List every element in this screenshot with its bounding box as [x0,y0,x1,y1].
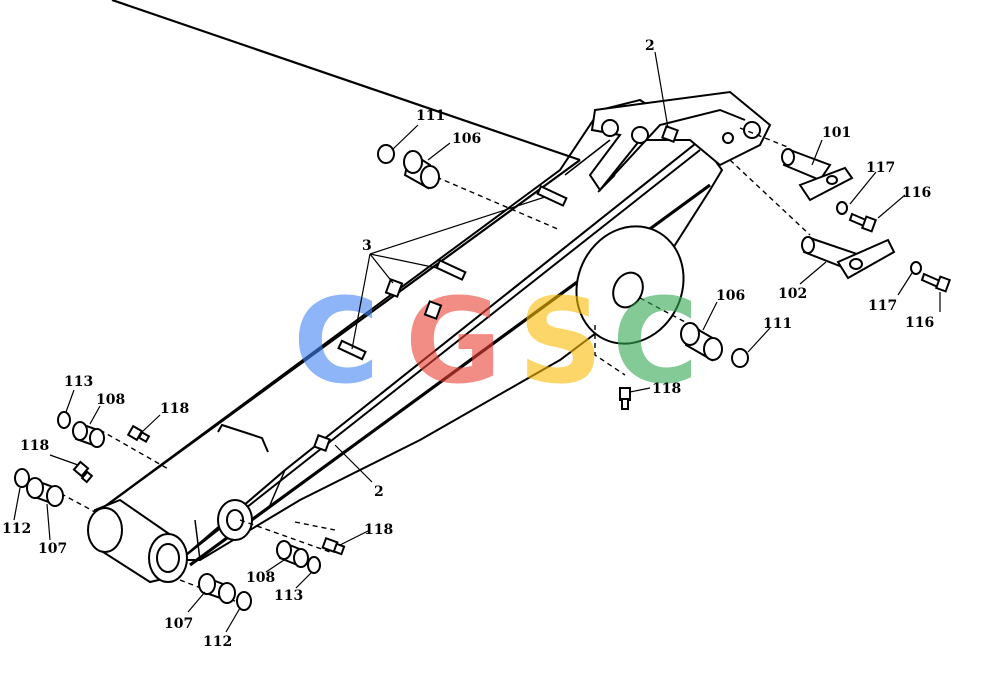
boom-arm [87,0,772,584]
label-108-left: 108 [96,392,125,408]
label-116-lower: 116 [905,315,934,331]
part-112-ring-left [14,468,30,488]
watermark-letter-3: S [518,272,603,410]
part-111-ring-top [377,144,395,164]
assembly-axis-lines [44,127,811,604]
label-2-bottom: 2 [374,484,384,500]
part-2-block-top [661,125,679,143]
part-113-ring-left [57,411,71,429]
label-116-upper: 116 [902,185,931,201]
part-106-bushing-right [680,322,723,362]
part-107-bushing-left [26,477,64,507]
part-117-washer-lower [910,261,922,275]
part-116-bolt-lower [920,272,952,293]
label-113-bottom: 113 [274,588,303,604]
label-106-right: 106 [716,288,745,304]
watermark-letter-1: C [293,272,380,410]
part-102-pin [801,236,896,280]
part-107-bushing-bottom [198,573,236,604]
part-112-ring-bottom [236,591,252,611]
grab-handle [217,423,269,453]
label-108-bottom: 108 [246,570,275,586]
part-108-bushing-left [72,421,105,448]
label-118-upper-left: 118 [160,401,189,417]
label-118-bottom: 118 [364,522,393,538]
label-111-right: 111 [763,316,792,332]
label-101: 101 [822,125,851,141]
part-116-bolt-upper [848,212,878,233]
part-117-washer-upper [836,201,848,215]
watermark-letter-2: G [405,272,502,410]
part-106-bushing-top [403,150,440,190]
label-3: 3 [362,238,372,254]
part-101-pin [781,148,854,202]
part-3-plates [337,185,568,361]
part-111-ring-right [731,348,749,368]
label-117-upper: 117 [866,160,895,176]
label-117-lower: 117 [868,298,897,314]
part-118-grease-center [619,387,631,410]
part-113-ring-bottom [307,556,321,574]
label-102: 102 [778,286,807,302]
watermark: C G S C [293,272,699,410]
parts [14,125,952,611]
part-2-block-bottom [313,434,331,452]
label-112-bottom: 112 [203,634,232,650]
label-113-left: 113 [64,374,93,390]
label-2-top: 2 [645,38,655,54]
part-118-grease-bottom [321,536,346,556]
label-118-left: 118 [20,438,49,454]
label-107-left: 107 [38,541,67,557]
part-118-grease-upper-left [126,424,151,443]
label-112-left: 112 [2,521,31,537]
part-118-grease-left [72,460,94,484]
label-118-center: 118 [652,381,681,397]
part-number-labels: 2 2 3 101 102 106 106 107 107 108 108 11… [2,38,934,650]
leader-lines [13,51,941,633]
part-108-bushing-bottom [276,540,309,568]
label-107-bottom: 107 [164,616,193,632]
label-106-top: 106 [452,131,481,147]
label-111-top: 111 [416,108,445,124]
